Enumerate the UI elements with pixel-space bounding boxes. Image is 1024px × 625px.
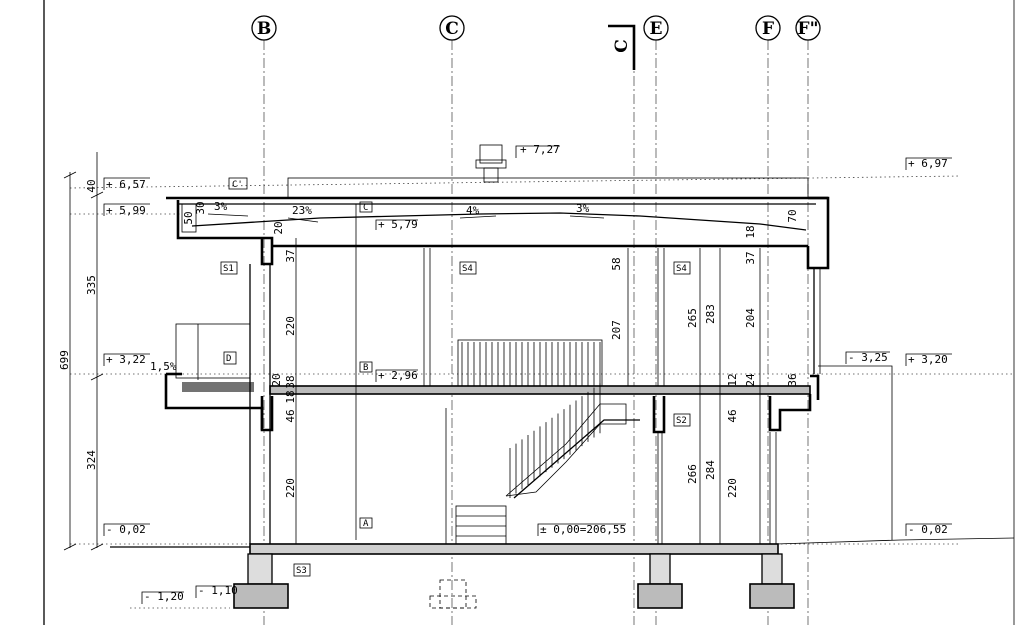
tag-s1: S1 (223, 264, 234, 274)
dim-lower: 324 (85, 450, 98, 470)
dim-20a: 20 (272, 221, 285, 234)
level-foundation-1: - 1,20 (144, 590, 184, 603)
section-cut-mark: C (608, 24, 636, 70)
tag-d: D (226, 354, 231, 364)
dim-24: 24 (744, 373, 757, 387)
slope-4: 3% (576, 202, 590, 215)
dim-12: 12 (726, 373, 739, 386)
level-left-roof: + 6,57 (106, 178, 146, 191)
axis-bubble-f2: F" (795, 15, 821, 41)
level-ground-left: - 0,02 (106, 523, 146, 536)
dim-58: 58 (610, 257, 623, 270)
axis-bubble-c: C (439, 15, 465, 41)
slope-2: 23% (292, 204, 312, 217)
level-left-parapet: + 5,99 (106, 204, 146, 217)
right-terrace (818, 365, 893, 540)
dimension-lines-interior (295, 204, 761, 544)
axis-label-f: F (762, 19, 774, 39)
dim-upper: 335 (85, 275, 98, 295)
dim-207: 207 (610, 320, 623, 340)
lower-stair (455, 383, 640, 545)
axis-lines (263, 40, 809, 625)
tag-s2: S2 (676, 416, 687, 426)
level-right-terrace-plus: + 3,20 (908, 353, 948, 366)
upper-stair-railing (457, 339, 603, 387)
axis-label-e: E (650, 19, 663, 39)
dim-204: 204 (744, 308, 757, 328)
level-right-terrace-minus: - 3,25 (848, 351, 888, 364)
tag-s3: S3 (296, 566, 307, 576)
axis-label-c: C (445, 19, 459, 39)
tag-c: C (363, 203, 368, 213)
roof-upstand (287, 177, 809, 199)
dim-18b: 18 (744, 225, 757, 238)
dim-265: 265 (686, 308, 699, 328)
foundations (233, 553, 795, 609)
tag-s4a: S4 (462, 264, 473, 274)
room-tags: C' C S1 S4 S4 D B S2 A S3 (220, 177, 691, 577)
dim-70: 70 (786, 209, 799, 222)
tag-a: A (363, 519, 369, 529)
dim-total: 699 (58, 350, 71, 370)
level-datum: ± 0,00=206,55 (540, 523, 626, 536)
level-right-roof: + 6,97 (908, 157, 948, 170)
dim-18: 18 (284, 390, 297, 403)
dim-36: 36 (786, 373, 799, 386)
dim-283: 283 (704, 304, 717, 324)
dim-37a: 37 (284, 249, 297, 262)
dim-37b: 37 (744, 251, 757, 264)
roof-slab (166, 196, 830, 270)
dim-20b: 20 (270, 373, 283, 386)
dim-50: 50 (182, 211, 195, 224)
slope-labels: 3% 23% 4% 3% 1,5% (150, 200, 605, 373)
level-left-terrace: + 3,22 (106, 353, 146, 366)
slope-3: 4% (466, 204, 480, 217)
ground-line-right (775, 537, 1015, 545)
axis-label-b: B (257, 19, 271, 39)
dimension-labels: 699 335 324 40 50 30 20 37 220 20 38 18 … (58, 179, 799, 498)
tag-s4b: S4 (676, 264, 687, 274)
dim-220a: 220 (284, 316, 297, 336)
axis-bubble-e: E (643, 15, 669, 41)
slope-5: 1,5% (150, 360, 177, 373)
chimney (475, 144, 507, 183)
tag-b: B (363, 363, 368, 373)
dim-46b: 46 (726, 409, 739, 422)
dim-30: 30 (194, 201, 207, 214)
level-markers: + 7,27 + 6,97 + 6,57 + 5,99 + 5,79 + 3,2… (103, 143, 952, 604)
dim-266: 266 (686, 464, 699, 484)
tag-c1: C' (232, 180, 243, 190)
level-ground-right: - 0,02 (908, 523, 948, 536)
dimension-lines-left (63, 152, 104, 551)
level-roof-inner: + 5,79 (378, 218, 418, 231)
axis-bubble-f: F (755, 15, 781, 41)
dim-284: 284 (704, 460, 717, 480)
dim-220b: 220 (284, 478, 297, 498)
dim-38: 38 (284, 375, 297, 388)
axis-bubble-b: B (251, 15, 277, 41)
walls (249, 248, 821, 544)
level-first-floor: + 2,96 (378, 369, 418, 382)
left-terrace (164, 323, 264, 430)
axis-label-f2: F" (798, 19, 819, 39)
dim-220c: 220 (726, 478, 739, 498)
slope-1: 3% (214, 200, 228, 213)
dim-46a: 46 (284, 409, 297, 422)
dim-40: 40 (85, 179, 98, 192)
section-mark-label: C (612, 39, 632, 53)
level-foundation-2: - 1,10 (198, 584, 238, 597)
level-lines (69, 175, 1014, 609)
level-chimney-top: + 7,27 (520, 143, 560, 156)
ground-slab (110, 543, 779, 555)
